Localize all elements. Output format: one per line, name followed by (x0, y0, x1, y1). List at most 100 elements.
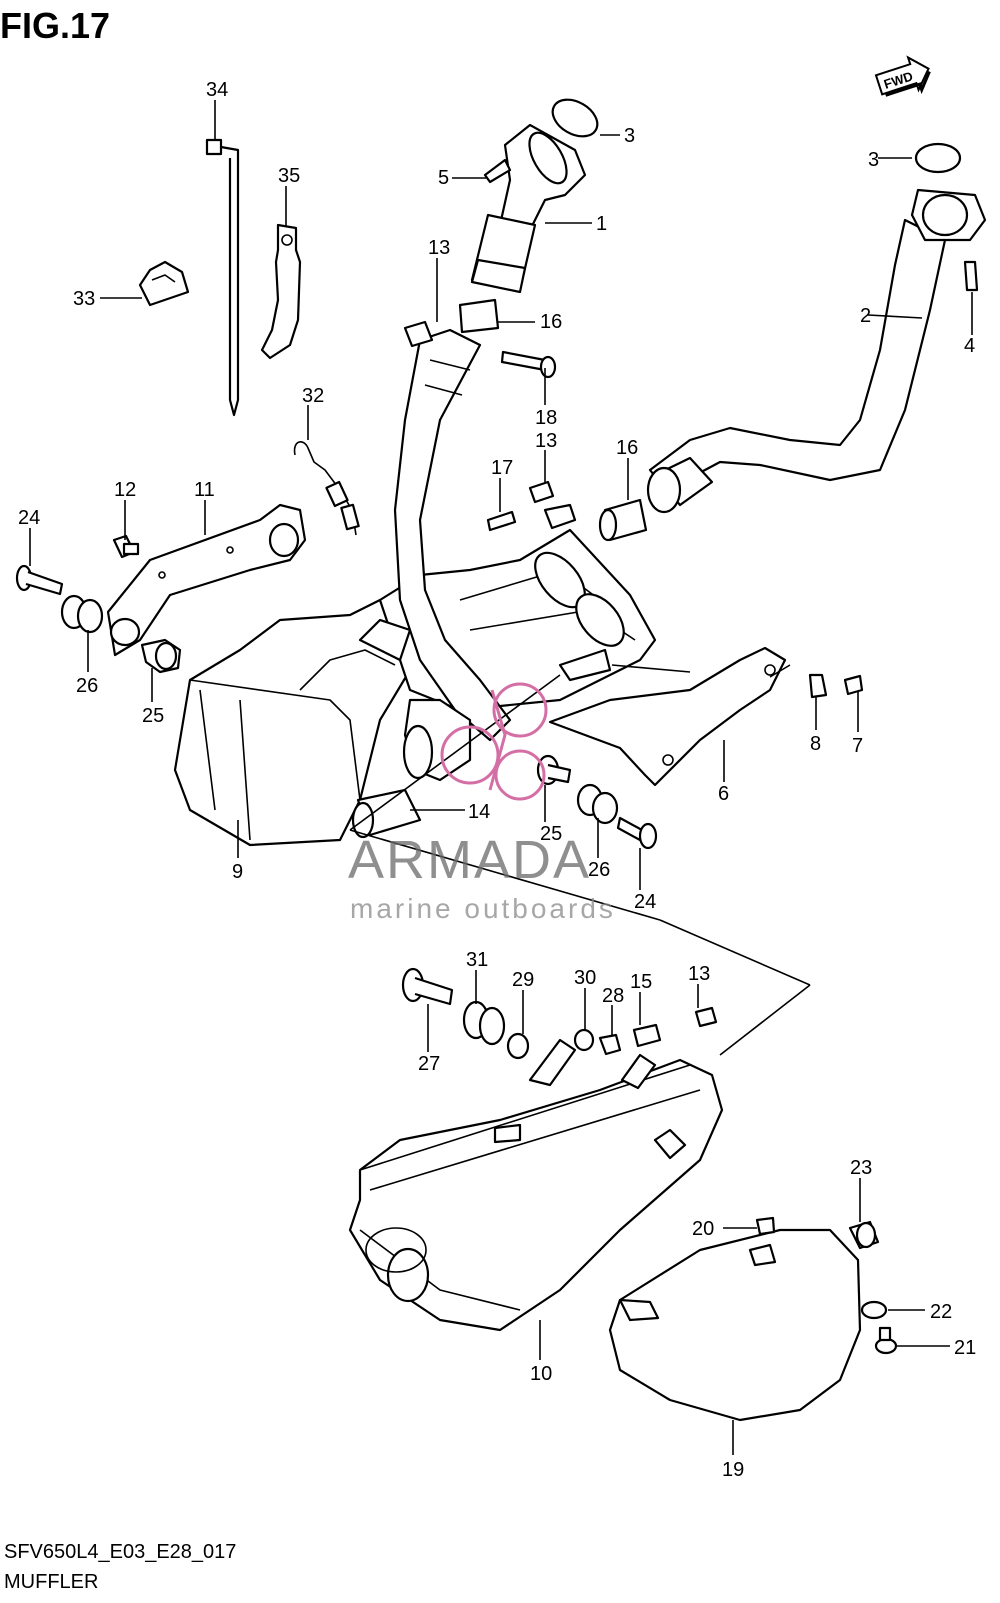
callout-29: 29 (512, 969, 534, 991)
callout-18: 18 (535, 407, 557, 429)
bolt-part (486, 510, 517, 532)
callout-15: 15 (630, 971, 652, 993)
gasket-part (551, 98, 599, 138)
callout-16: 16 (616, 437, 638, 459)
callout-26: 26 (588, 859, 610, 881)
figure-code: SFV650L4_E03_E28_017 (4, 1541, 236, 1563)
callout-33: 33 (73, 288, 95, 310)
callout-3: 3 (624, 125, 635, 147)
front-pipe-bend-part (393, 328, 512, 782)
callout-20: 20 (692, 1218, 714, 1240)
muffler-bracket-part (106, 503, 307, 657)
oxygen-sensor-part (293, 441, 360, 536)
collar-part (140, 638, 182, 674)
washer-part (808, 673, 828, 699)
callout-21: 21 (954, 1337, 976, 1359)
nut-part (598, 1033, 622, 1056)
bolt-part (112, 534, 140, 559)
bolt-part (401, 967, 454, 1006)
grommet-part (60, 594, 104, 634)
callout-25: 25 (142, 705, 164, 727)
bolt-part (500, 350, 557, 379)
assembly-line (349, 829, 661, 921)
grommet-part (576, 783, 619, 825)
silencer-chamber-part (173, 598, 422, 847)
callout-labels: 34 35 33 32 12 11 24 26 25 9 5 3 1 13 16… (18, 79, 976, 1481)
callout-9: 9 (232, 861, 243, 883)
callout-30: 30 (574, 967, 596, 989)
spacer-part (403, 320, 434, 348)
grommet-part (860, 1300, 888, 1320)
bolt-part (963, 260, 979, 292)
spacer-part (528, 480, 555, 504)
muffler-part (348, 1038, 724, 1332)
clip-part (543, 503, 577, 530)
grommet-part (848, 1220, 880, 1250)
callout-13: 13 (428, 237, 450, 259)
spacer-part (694, 1006, 718, 1028)
callout-32: 32 (302, 385, 324, 407)
washer-part (506, 1032, 530, 1060)
muffler-cover-part (608, 1228, 862, 1422)
callout-24: 24 (634, 891, 656, 913)
callout-12: 12 (114, 479, 136, 501)
callout-24: 24 (18, 507, 40, 529)
grommet-part (462, 1000, 506, 1046)
callout-13: 13 (688, 963, 710, 985)
screw-part (755, 1216, 776, 1236)
screw-part (874, 1326, 898, 1355)
callout-3: 3 (868, 149, 879, 171)
callout-2: 2 (860, 305, 871, 327)
gasket-part (914, 142, 962, 174)
leader-lines (427, 970, 950, 1455)
callout-6: 6 (718, 783, 729, 805)
leader-lines (29, 100, 973, 890)
watermark-tagline: marine outboards (350, 893, 616, 924)
front-exhaust-pipe-part (470, 123, 587, 294)
callout-17: 17 (491, 457, 513, 479)
fwd-arrow-icon: FWD (874, 55, 931, 97)
callout-28: 28 (602, 985, 624, 1007)
watermark-brand: ARMADA (348, 830, 591, 890)
callout-10: 10 (530, 1363, 552, 1385)
collar-part (536, 754, 572, 786)
callout-14: 14 (468, 801, 490, 823)
cable-tie-part (205, 138, 240, 417)
callout-23: 23 (850, 1157, 872, 1179)
callout-1: 1 (596, 213, 607, 235)
sleeve-part (598, 498, 648, 542)
callout-7: 7 (852, 735, 863, 757)
callout-5: 5 (438, 167, 449, 189)
figure-name: MUFFLER (4, 1571, 98, 1593)
callout-4: 4 (964, 335, 975, 357)
watermark-logo-icon (440, 682, 548, 801)
callout-27: 27 (418, 1053, 440, 1075)
strap-bracket-part (260, 223, 302, 360)
heat-shield-part (548, 646, 787, 787)
bolt-part (616, 816, 658, 850)
callout-26: 26 (76, 675, 98, 697)
bolt-part (632, 1023, 662, 1048)
bolt-part (15, 564, 64, 596)
callout-35: 35 (278, 165, 300, 187)
assembly-line (719, 984, 811, 1056)
callout-13: 13 (535, 430, 557, 452)
rear-exhaust-pipe-part (646, 188, 987, 514)
bolt-part (843, 674, 864, 696)
callout-11: 11 (194, 479, 215, 501)
assembly-line (659, 919, 811, 986)
figure-title: FIG.17 (0, 5, 110, 46)
callout-25: 25 (540, 823, 562, 845)
clamp-part (138, 260, 190, 307)
washer-part (573, 1028, 595, 1052)
callout-16: 16 (540, 311, 562, 333)
callout-31: 31 (466, 949, 488, 971)
callout-22: 22 (930, 1301, 952, 1323)
callout-8: 8 (810, 733, 821, 755)
sleeve-part (458, 298, 500, 334)
callout-19: 19 (722, 1459, 744, 1481)
watermark: ARMADA marine outboards (348, 682, 616, 924)
callout-34: 34 (206, 79, 228, 101)
bolt-part (483, 158, 512, 184)
